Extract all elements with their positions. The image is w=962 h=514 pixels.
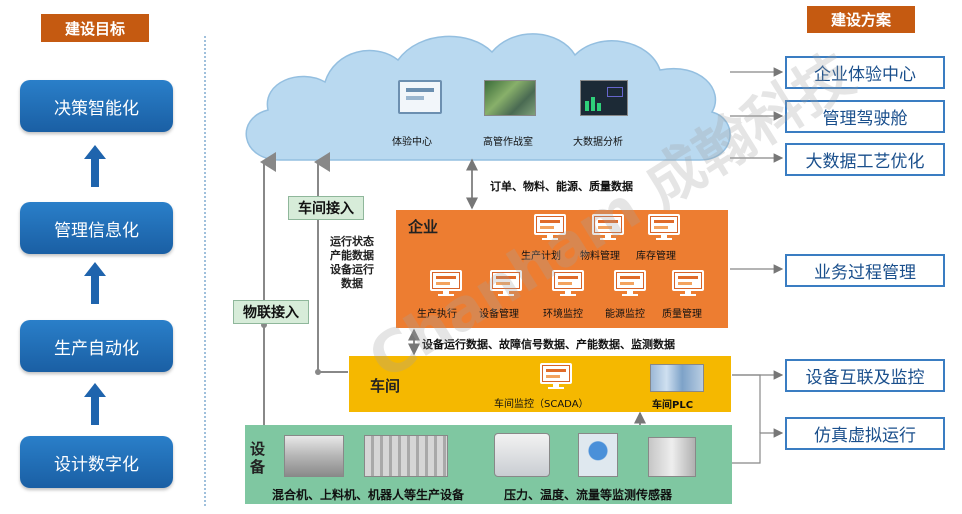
module-label: 生产执行 <box>417 309 457 320</box>
goal-production-automation: 生产自动化 <box>20 320 173 372</box>
goal-management-informatization: 管理信息化 <box>20 202 173 254</box>
plan-simulation-run: 仿真虚拟运行 <box>785 417 945 450</box>
enterprise-flow-label: 设备运行数据、故障信号数据、产能数据、监测数据 <box>422 338 675 351</box>
up-arrow-icon <box>84 262 106 304</box>
scada-label: 车间监控（SCADA） <box>494 399 589 410</box>
plan-experience-center: 企业体验中心 <box>785 56 945 89</box>
loader-photo <box>364 435 448 477</box>
column-divider <box>204 36 206 506</box>
temperature-sensor-photo <box>648 437 696 477</box>
material-management-icon <box>592 214 624 240</box>
plan-management-cockpit: 管理驾驶舱 <box>785 100 945 133</box>
module-label: 环境监控 <box>543 309 583 320</box>
runtime-line: 设备运行 <box>330 263 374 276</box>
enterprise-title: 企业 <box>408 218 439 236</box>
environment-monitor-icon <box>552 270 584 296</box>
production-execution-icon <box>430 270 462 296</box>
cloud-flow-label: 订单、物料、能源、质量数据 <box>490 180 633 193</box>
experience-center-icon <box>398 80 442 114</box>
equipment-title-char: 设 <box>250 440 266 458</box>
sensor-equipment-label: 压力、温度、流量等监测传感器 <box>504 488 673 502</box>
bigdata-dashboard-icon <box>580 80 628 116</box>
plan-device-interconnect: 设备互联及监控 <box>785 359 945 392</box>
runtime-line: 运行状态 <box>330 235 374 248</box>
energy-monitor-icon <box>614 270 646 296</box>
cloud-item-label: 大数据分析 <box>573 137 623 148</box>
plc-cabinet-photo <box>650 364 704 392</box>
up-arrow-icon <box>84 145 106 187</box>
scada-icon <box>540 363 572 389</box>
equipment-title: 设 备 <box>250 440 265 476</box>
runtime-data-labels: 运行状态 产能数据 设备运行 数据 <box>323 235 381 291</box>
module-label: 能源监控 <box>605 309 645 320</box>
goal-design-digitalization: 设计数字化 <box>20 436 173 488</box>
production-equipment-label: 混合机、上料机、机器人等生产设备 <box>272 488 465 502</box>
workshop-access-tag: 车间接入 <box>288 196 364 220</box>
module-label: 物料管理 <box>580 251 620 262</box>
quality-management-icon <box>672 270 704 296</box>
plan-bigdata-optimization: 大数据工艺优化 <box>785 143 945 176</box>
module-label: 库存管理 <box>636 251 676 262</box>
module-label: 质量管理 <box>662 309 702 320</box>
production-plan-icon <box>534 214 566 240</box>
goals-header: 建设目标 <box>41 14 149 42</box>
runtime-line: 产能数据 <box>330 249 374 262</box>
runtime-line: 数据 <box>341 277 363 290</box>
device-management-icon <box>490 270 522 296</box>
cloud-item-label: 高管作战室 <box>483 137 533 148</box>
cloud-item-label: 体验中心 <box>392 137 432 148</box>
war-room-photo <box>484 80 536 116</box>
equipment-title-char: 备 <box>250 458 266 476</box>
plan-business-process: 业务过程管理 <box>785 254 945 287</box>
plc-label: 车间PLC <box>652 400 694 411</box>
workshop-title: 车间 <box>370 377 401 395</box>
iot-access-tag: 物联接入 <box>233 300 309 324</box>
module-label: 设备管理 <box>479 309 519 320</box>
mixer-photo <box>284 435 344 477</box>
inventory-management-icon <box>648 214 680 240</box>
pressure-sensor-photo <box>494 433 550 477</box>
flow-sensor-photo <box>578 433 618 477</box>
plans-header: 建设方案 <box>807 6 915 33</box>
module-label: 生产计划 <box>521 251 561 262</box>
goal-decision-intelligent: 决策智能化 <box>20 80 173 132</box>
up-arrow-icon <box>84 383 106 425</box>
